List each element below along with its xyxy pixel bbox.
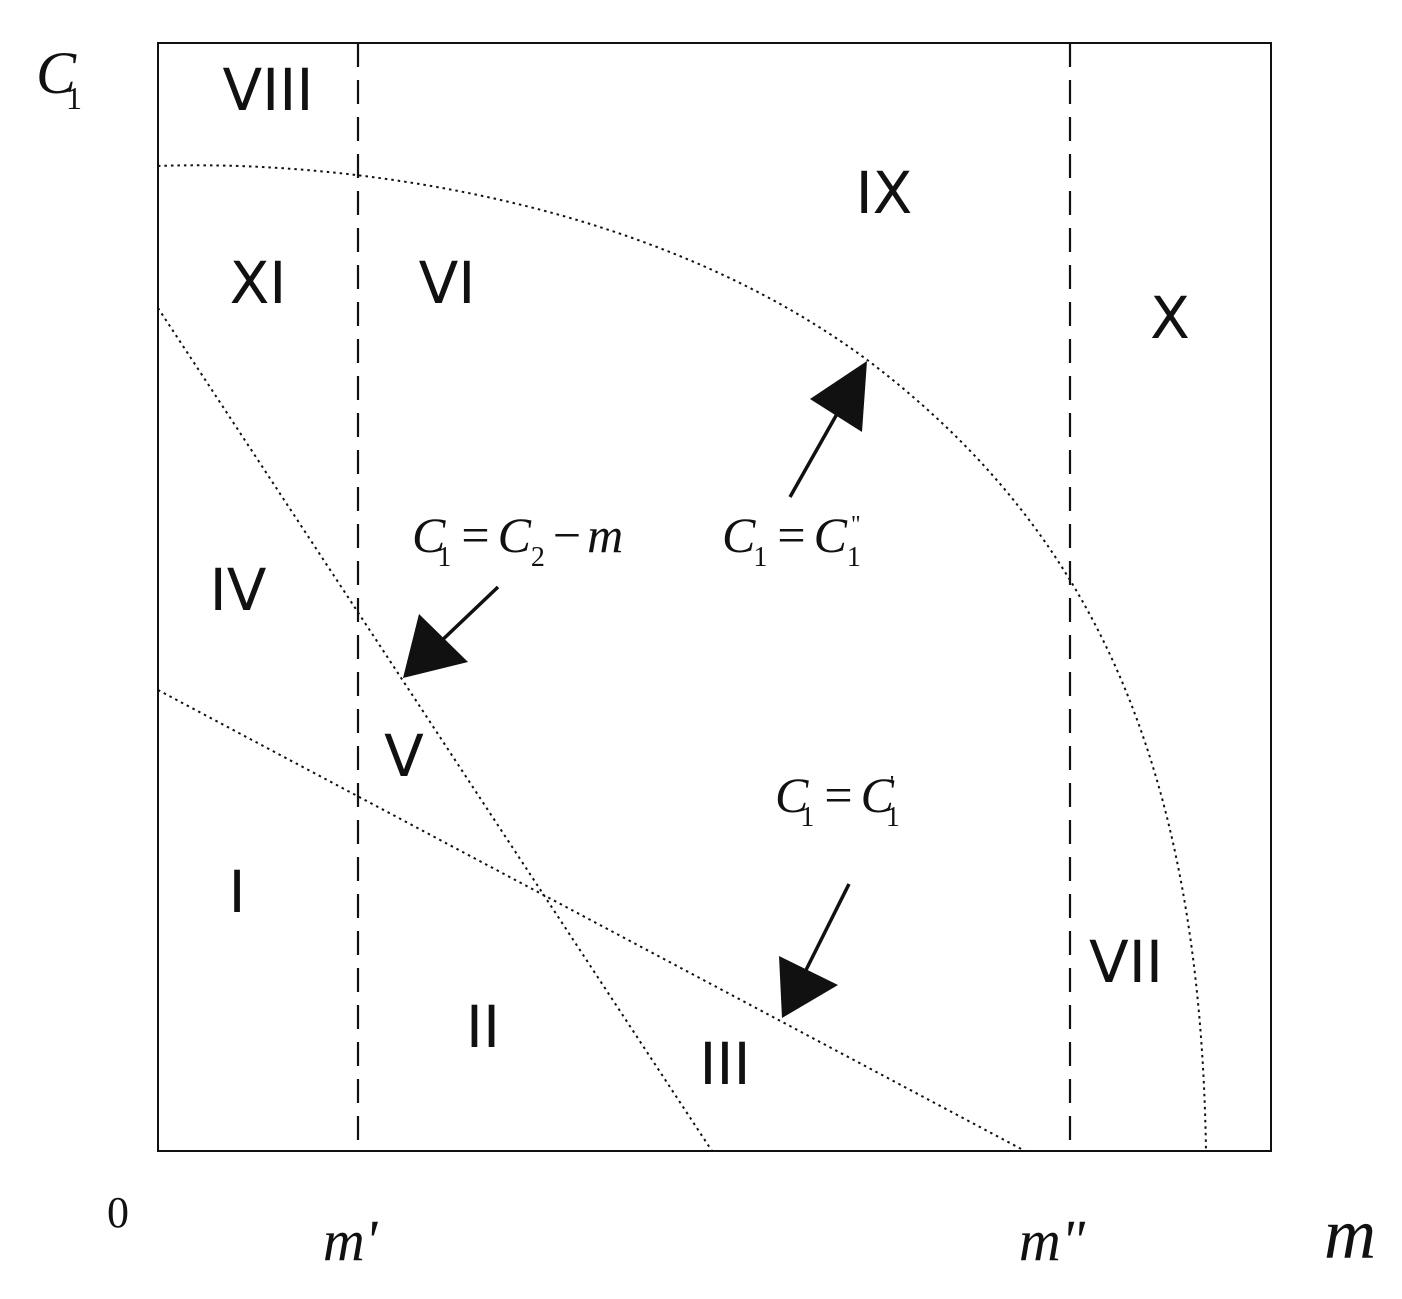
tick-label-m-double-prime: m" [1019, 1208, 1086, 1273]
origin-label: 0 [107, 1188, 129, 1237]
plot-frame [157, 42, 1272, 1152]
region-label-ix: IX [856, 159, 913, 227]
label-c1-equals-c1-double-prime: C1=C1" [722, 507, 861, 573]
curve-c1-double-prime [158, 164, 1207, 1151]
region-label-viii: VIII [223, 56, 314, 124]
region-label-vi: VI [419, 249, 476, 317]
arrow-to-c1-double-prime [788, 361, 867, 498]
line-c1-prime [158, 689, 1026, 1151]
tick-label-m-prime: m' [323, 1208, 379, 1273]
arrow-to-line-c1-prime [779, 883, 851, 1018]
region-label-xi: XI [230, 249, 287, 317]
region-label-x: X [1150, 284, 1190, 352]
label-c1-equals-c1-prime: C1=C1' [775, 767, 900, 833]
x-axis-label: m [1324, 1194, 1376, 1274]
region-label-vii: VII [1089, 928, 1163, 996]
region-label-iii: III [699, 1030, 750, 1098]
region-label-iv: IV [210, 556, 267, 624]
label-c1-equals-c2-minus-m: C1=C2−m [412, 507, 623, 573]
region-label-v: V [384, 722, 424, 790]
region-label-ii: II [466, 993, 500, 1061]
region-label-i: I [228, 858, 245, 926]
arrow-to-line-c2-minus-m [403, 585, 500, 678]
line-c1-equals-c2-minus-m [158, 307, 713, 1151]
y-axis-label: C1 [36, 40, 82, 116]
